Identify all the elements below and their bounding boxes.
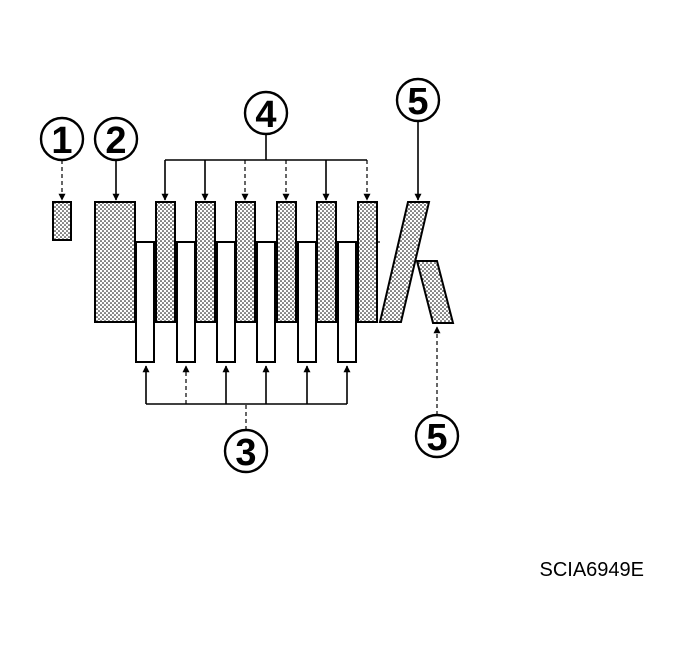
part-2-retaining-plate xyxy=(94,201,136,323)
callout-3-label: 3 xyxy=(235,432,256,474)
part-4-drive-plate xyxy=(155,201,176,323)
part-4-drive-plate xyxy=(357,201,378,323)
part-3-steel-plate xyxy=(216,241,236,363)
part-1-snap-ring xyxy=(52,201,72,241)
callout-4-label: 4 xyxy=(255,94,276,136)
callout-5-top-label: 5 xyxy=(407,81,428,123)
part-3-steel-plate xyxy=(297,241,317,363)
part-4-drive-plate xyxy=(235,201,256,323)
part-5-dish-plate-lower xyxy=(415,260,455,324)
part-4-drive-plate xyxy=(316,201,337,323)
part-4-drive-plate xyxy=(195,201,216,323)
callout-5-bottom-label: 5 xyxy=(426,417,447,459)
callout-2-label: 2 xyxy=(105,120,126,162)
callout-1-label: 1 xyxy=(51,120,72,162)
part-3-steel-plate xyxy=(337,241,357,363)
part-4-drive-plate xyxy=(276,201,297,323)
part-5-dish-plate-upper xyxy=(378,201,431,323)
figure-code: SCIA6949E xyxy=(539,559,644,581)
part-3-steel-plate xyxy=(135,241,155,363)
part-3-steel-plate xyxy=(176,241,196,363)
part-3-steel-plate xyxy=(256,241,276,363)
